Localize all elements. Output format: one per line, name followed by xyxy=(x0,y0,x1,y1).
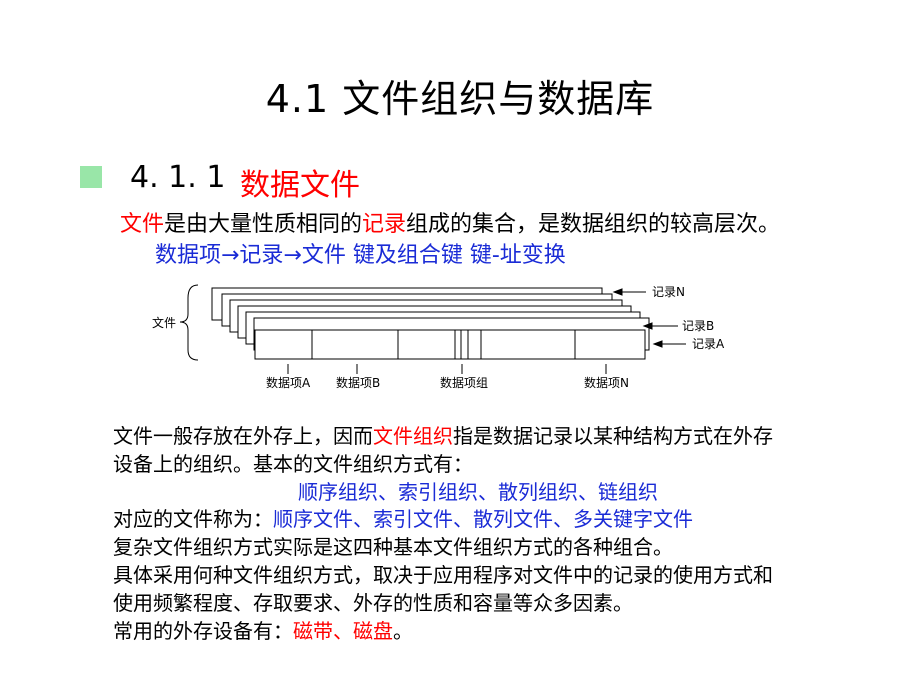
section-heading: 数据文件 xyxy=(240,168,360,203)
arrow-head-icon xyxy=(612,288,623,296)
concepts-line: 数据项→记录→文件 键及组合键 键-址变换 xyxy=(155,243,566,268)
para-line-8: 常用的外存设备有：磁带、磁盘。 xyxy=(113,615,413,644)
term-file: 文件 xyxy=(120,212,165,237)
diagram-item-b: 数据项B xyxy=(336,375,380,390)
para-text: 指是数据记录以某种结构方式在外存 xyxy=(453,424,773,448)
definition-part1: 是由大量性质相同的 xyxy=(164,212,363,237)
page-title: 4.1 文件组织与数据库 xyxy=(265,77,655,121)
bullet-square-icon xyxy=(80,166,102,188)
arrow-head-icon xyxy=(652,340,663,348)
diagram-item-group: 数据项组 xyxy=(440,375,488,390)
diagram-record-n: 记录N xyxy=(652,285,685,299)
para-text: 文件一般存放在外存上，因而 xyxy=(113,424,373,448)
storage-devices: 磁带、磁盘 xyxy=(293,619,393,643)
para-line-5: 复杂文件组织方式实际是这四种基本文件组织方式的各种组合。 xyxy=(113,535,673,559)
file-brace xyxy=(179,284,199,361)
term-record: 记录 xyxy=(362,212,407,237)
diagram-item-n: 数据项N xyxy=(584,375,629,390)
para-line-2: 设备上的组织。基本的文件组织方式有： xyxy=(113,452,473,476)
para-text: 对应的文件称为： xyxy=(113,507,273,531)
record-a-box xyxy=(254,329,646,360)
definition-part2: 组成的集合，是数据组织的较高层次。 xyxy=(406,212,781,237)
file-type-list: 顺序文件、索引文件、散列文件、多关键字文件 xyxy=(273,507,693,531)
para-line-6: 具体采用何种文件组织方式，取决于应用程序对文件中的记录的使用方式和 xyxy=(113,563,773,587)
diagram-record-b: 记录B xyxy=(682,319,714,333)
diagram-item-a: 数据项A xyxy=(266,375,311,390)
term-file-organization: 文件组织 xyxy=(373,424,453,448)
file-structure-diagram: 文件 记录N 记录B 记录A 数据项A 数据项B 数据项组 数据项N xyxy=(152,284,725,390)
para-text: 常用的外存设备有： xyxy=(113,619,293,643)
definition-line: 文件是由大量性质相同的记录组成的集合，是数据组织的较高层次。 xyxy=(120,206,780,238)
diagram-file-label: 文件 xyxy=(152,315,176,330)
diagram-record-a: 记录A xyxy=(692,337,725,351)
para-line-1: 文件一般存放在外存上，因而文件组织指是数据记录以某种结构方式在外存 xyxy=(113,420,773,449)
section-number: 4. 1. 1 xyxy=(130,160,226,195)
para-line-4: 对应的文件称为：顺序文件、索引文件、散列文件、多关键字文件 xyxy=(113,503,693,532)
para-line-7: 使用频繁程度、存取要求、外存的性质和容量等众多因素。 xyxy=(113,591,633,615)
para-line-3: 顺序组织、索引组织、散列组织、链组织 xyxy=(298,480,658,504)
para-text: 。 xyxy=(393,619,413,643)
arrow-head-icon xyxy=(642,322,653,330)
